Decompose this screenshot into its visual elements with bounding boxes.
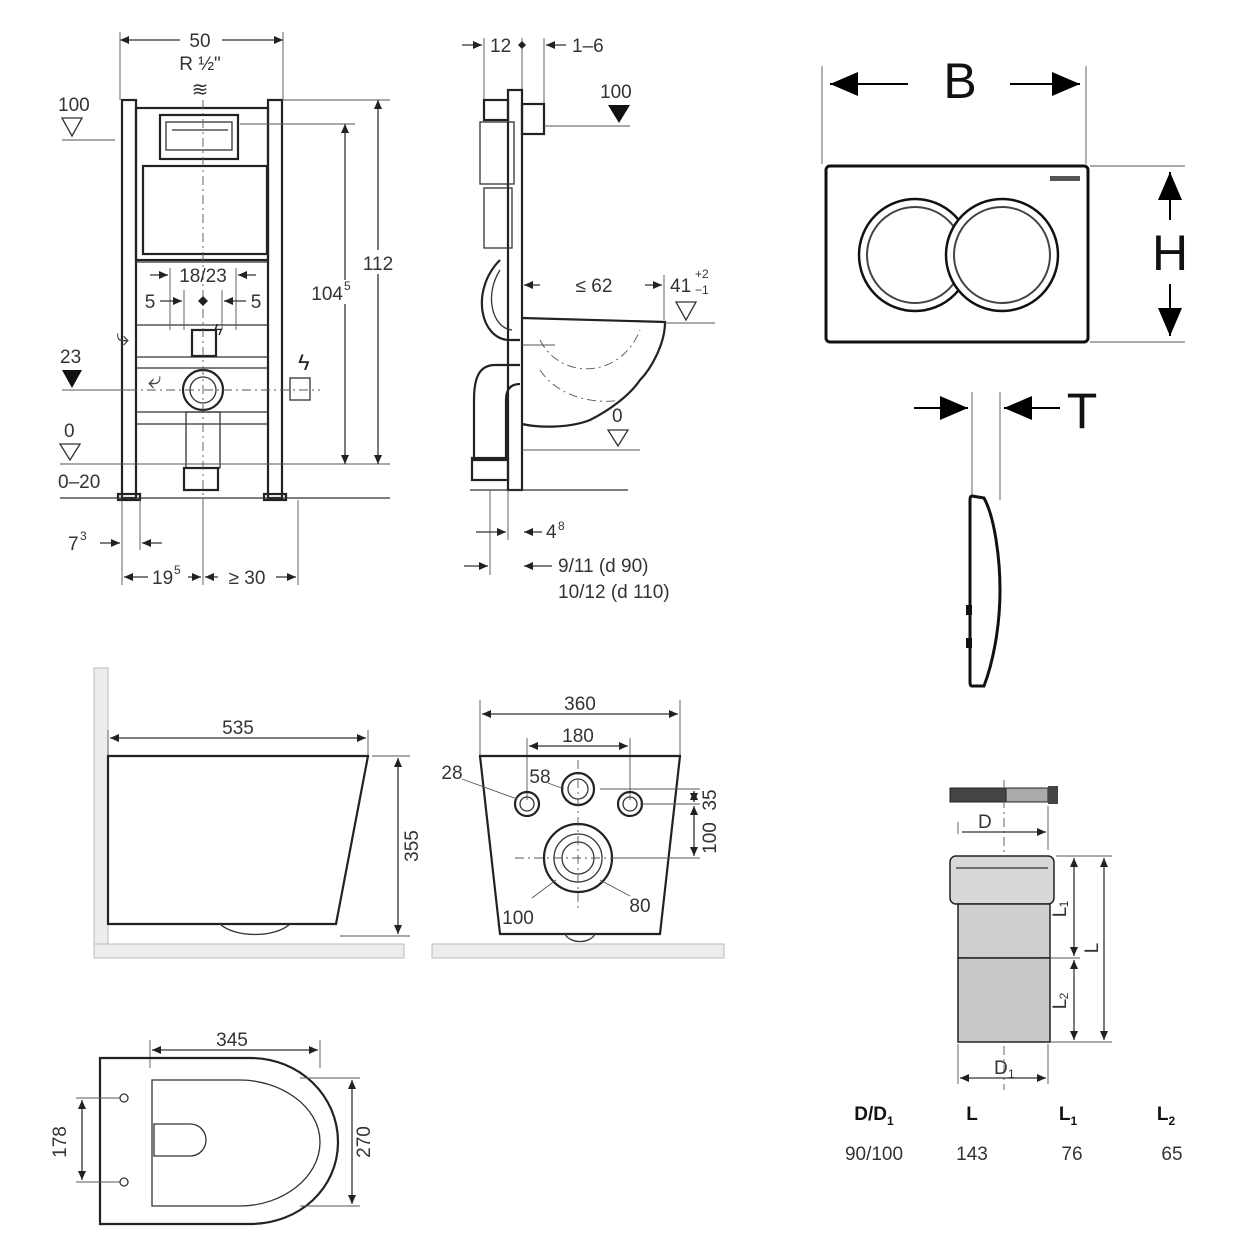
height-104-label: 104 — [311, 284, 343, 305]
dim-35-label: 35 — [700, 789, 721, 810]
water-inlet-icon: ≋ — [192, 79, 209, 101]
bolt-spacing-top-label: 178 — [50, 1126, 71, 1158]
height-41-label: 41 — [670, 276, 691, 297]
wall-hatch — [93, 667, 109, 959]
side-right-label: 5 — [251, 292, 262, 313]
bowl-length-label: 535 — [222, 718, 254, 739]
plate-thickness-label: T — [1067, 383, 1098, 439]
min-30-label: ≥ 30 — [229, 568, 266, 589]
supply-pipe-icon: ⤷ — [116, 324, 129, 351]
width-4-label: 4 — [546, 522, 557, 543]
brand-logo — [1050, 176, 1080, 181]
foot-left-sup: 3 — [80, 529, 87, 543]
connector-pipe: D D 1 L 1 L 2 L — [949, 780, 1112, 1090]
connector-l1-label: L — [1050, 907, 1071, 918]
dim-100-vertical-label: 100 — [700, 822, 721, 854]
drain-pipe-icon: ⤶ — [148, 367, 161, 394]
frame-side-view: 12 1–6 100 ≤ 62 41 +2 −1 — [462, 36, 715, 603]
table-cell-l2: 65 — [1161, 1144, 1182, 1165]
dim-100-label: 100 — [502, 908, 534, 929]
depth-12-label: 12 — [490, 36, 511, 57]
level-23-label: 23 — [60, 347, 81, 368]
bowl-depth-label: 270 — [354, 1126, 375, 1158]
pipe-110-label: 10/12 (d 110) — [558, 582, 670, 603]
level-0-label: 0 — [64, 421, 75, 442]
bowl-side-view: 535 355 — [93, 667, 423, 959]
tol-plus-label: +2 — [695, 267, 709, 281]
table-header-l: L — [966, 1104, 978, 1125]
connector-d1-label: D — [994, 1058, 1008, 1079]
frame-width-label: 50 — [189, 31, 210, 52]
plate-width-label: B — [943, 53, 976, 109]
pipe-90-label: 9/11 (d 90) — [558, 556, 648, 577]
connector-spec-table: D/D1 L L1 L2 90/100 143 76 65 — [845, 1104, 1183, 1165]
side-level-0-label: 0 — [612, 406, 623, 427]
flush-plate-front-view: B H — [821, 53, 1188, 344]
level-100-label: 100 — [58, 95, 90, 116]
frame-front-view: 50 R ½" ≋ 18/23 5 — [58, 28, 398, 589]
bowl-top-length-label: 345 — [216, 1030, 248, 1051]
height-104-sup: 5 — [344, 279, 351, 293]
hole-58-label: 58 — [529, 767, 550, 788]
spacing-label: 18/23 — [179, 266, 227, 287]
side-level-100-label: 100 — [600, 82, 632, 103]
bolt-spacing-label: 180 — [562, 726, 594, 747]
width-4-sup: 8 — [558, 519, 565, 533]
electric-small-icon: ϟ — [214, 322, 223, 339]
table-cell-d: 90/100 — [845, 1144, 903, 1165]
bowl-top-view: 345 178 270 — [50, 1030, 375, 1226]
table-cell-l: 143 — [956, 1144, 988, 1165]
hole-28-label: 28 — [441, 763, 462, 784]
offset-19-label: 19 — [152, 568, 173, 589]
table-header-d: D/D1 — [854, 1104, 894, 1128]
range-0-20-label: 0–20 — [58, 472, 100, 493]
connector-l2-sub: 2 — [1057, 992, 1071, 999]
connector-l2-label: L — [1050, 999, 1071, 1010]
foot-left-label: 7 — [68, 534, 79, 555]
electric-icon: ϟ — [298, 350, 310, 375]
connector-d-label: D — [978, 812, 992, 833]
dim-80-label: 80 — [629, 896, 650, 917]
side-left-label: 5 — [145, 292, 156, 313]
plate-height-label: H — [1152, 225, 1188, 281]
bowl-back-width-label: 360 — [564, 694, 596, 715]
table-header-l1: L1 — [1059, 1104, 1078, 1128]
flush-plate-side-view: T — [914, 383, 1098, 688]
bowl-height-label: 355 — [402, 830, 423, 862]
max-62-label: ≤ 62 — [576, 276, 613, 297]
connector-l1-sub: 1 — [1057, 900, 1071, 907]
thread-label: R ½" — [179, 54, 221, 75]
table-header-l2: L2 — [1157, 1104, 1176, 1128]
bowl-back-view: 360 180 28 58 35 100 100 80 — [431, 694, 725, 959]
range-1-6-label: 1–6 — [572, 36, 604, 57]
offset-19-sup: 5 — [174, 563, 181, 577]
connector-l-label: L — [1082, 943, 1103, 954]
height-112-label: 112 — [363, 254, 393, 275]
connector-d1-sub: 1 — [1008, 1067, 1015, 1081]
tol-minus-label: −1 — [695, 283, 709, 297]
floor-hatch — [93, 943, 405, 959]
table-cell-l1: 76 — [1061, 1144, 1082, 1165]
